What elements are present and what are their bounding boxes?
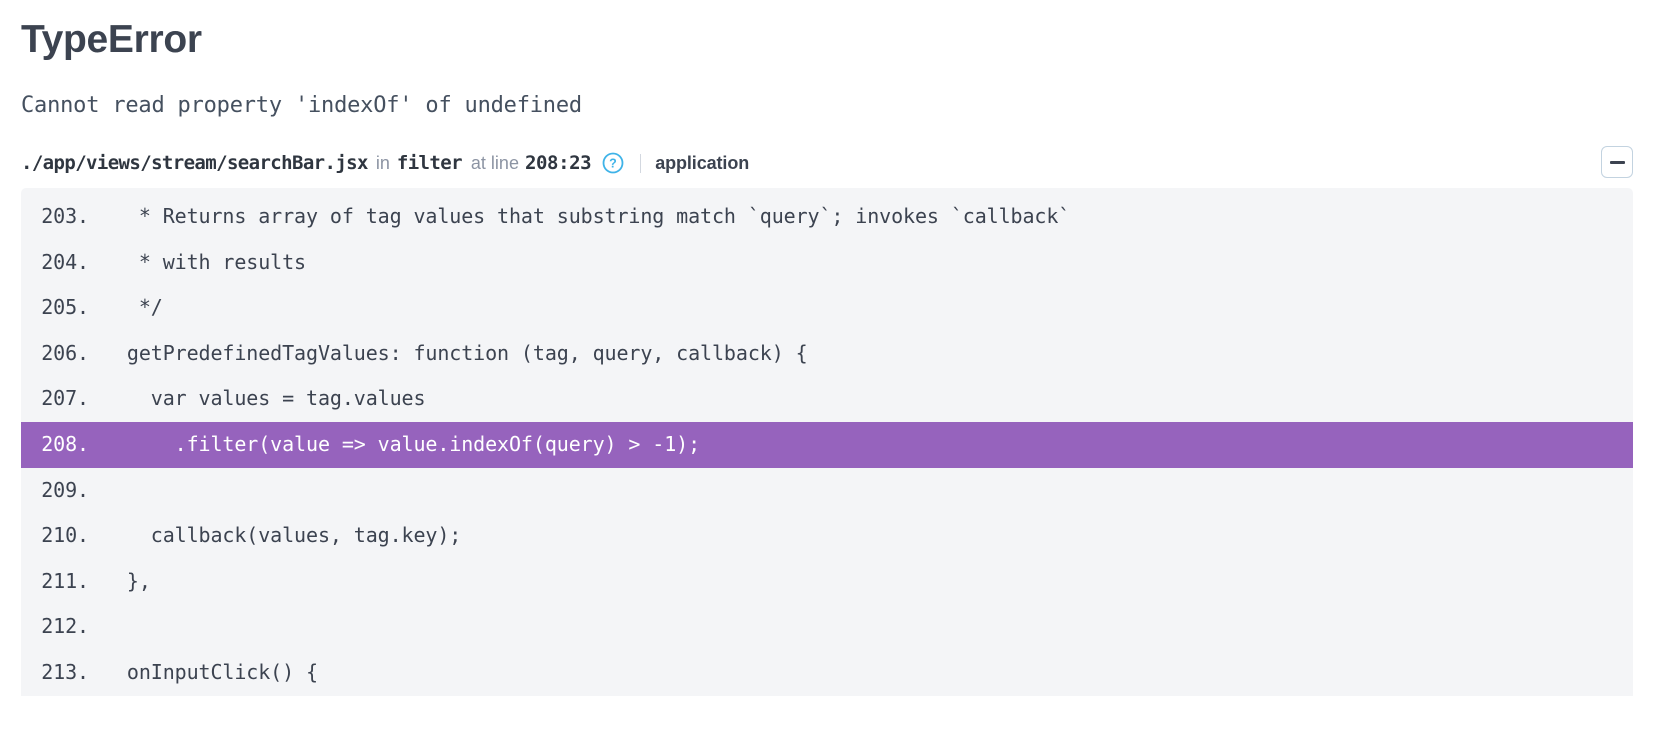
code-line-text: */: [103, 295, 163, 320]
svg-text:?: ?: [609, 157, 617, 171]
frame-in-label: in: [375, 153, 390, 173]
frame-at-line-label: at line: [470, 153, 519, 173]
code-line: 203. * Returns array of tag values that …: [21, 194, 1633, 240]
frame-filename[interactable]: ./app/views/stream/searchBar.jsx: [21, 152, 368, 174]
collapse-frame-button[interactable]: [1601, 146, 1633, 178]
code-line-number: 209.: [41, 477, 89, 502]
frame-line-column: 208:23: [524, 152, 592, 174]
code-line-number: 204.: [41, 249, 89, 274]
code-line-number: 211.: [41, 568, 89, 593]
code-line: 213. onInputClick() {: [21, 650, 1633, 696]
frame-divider: [640, 153, 642, 173]
code-line: 211. },: [21, 559, 1633, 605]
code-line: 207. var values = tag.values: [21, 376, 1633, 422]
error-message: Cannot read property 'indexOf' of undefi…: [21, 93, 582, 118]
code-line-text: },: [103, 568, 151, 593]
code-line: 204. * with results: [21, 240, 1633, 286]
code-line: 206. getPredefinedTagValues: function (t…: [21, 331, 1633, 377]
code-line-number: 205.: [41, 295, 89, 320]
code-line-text: * with results: [103, 249, 306, 274]
question-circle-icon[interactable]: ?: [602, 152, 624, 174]
code-line: 212.: [21, 604, 1633, 650]
code-line-number: 212.: [41, 614, 89, 639]
frame-header: ./app/views/stream/searchBar.jsx in filt…: [21, 120, 1633, 188]
code-line-number: 207.: [41, 386, 89, 411]
frame-function-name: filter: [396, 152, 463, 174]
source-code-block: 203. * Returns array of tag values that …: [21, 188, 1633, 696]
code-line-text: getPredefinedTagValues: function (tag, q…: [103, 340, 808, 365]
code-line-number: 206.: [41, 340, 89, 365]
code-line-text: * Returns array of tag values that subst…: [103, 204, 1071, 228]
frame-package-label: application: [655, 153, 750, 173]
code-line: 210. callback(values, tag.key);: [21, 513, 1633, 559]
code-line-number: 210.: [41, 523, 89, 548]
code-line: 209.: [21, 468, 1633, 514]
error-type-title: TypeError: [21, 18, 202, 61]
code-line-text: .filter(value => value.indexOf(query) > …: [103, 431, 701, 456]
code-line-text: callback(values, tag.key);: [103, 523, 462, 548]
code-line-text: var values = tag.values: [103, 386, 426, 411]
code-line-number: 213.: [41, 659, 89, 684]
code-line-text: onInputClick() {: [103, 659, 318, 684]
code-line: 205. */: [21, 285, 1633, 331]
code-line-number: 208.: [41, 431, 89, 456]
code-line-highlighted: 208. .filter(value => value.indexOf(quer…: [21, 421, 1633, 468]
code-line-number: 203.: [41, 204, 89, 228]
minus-icon: [1609, 160, 1625, 164]
